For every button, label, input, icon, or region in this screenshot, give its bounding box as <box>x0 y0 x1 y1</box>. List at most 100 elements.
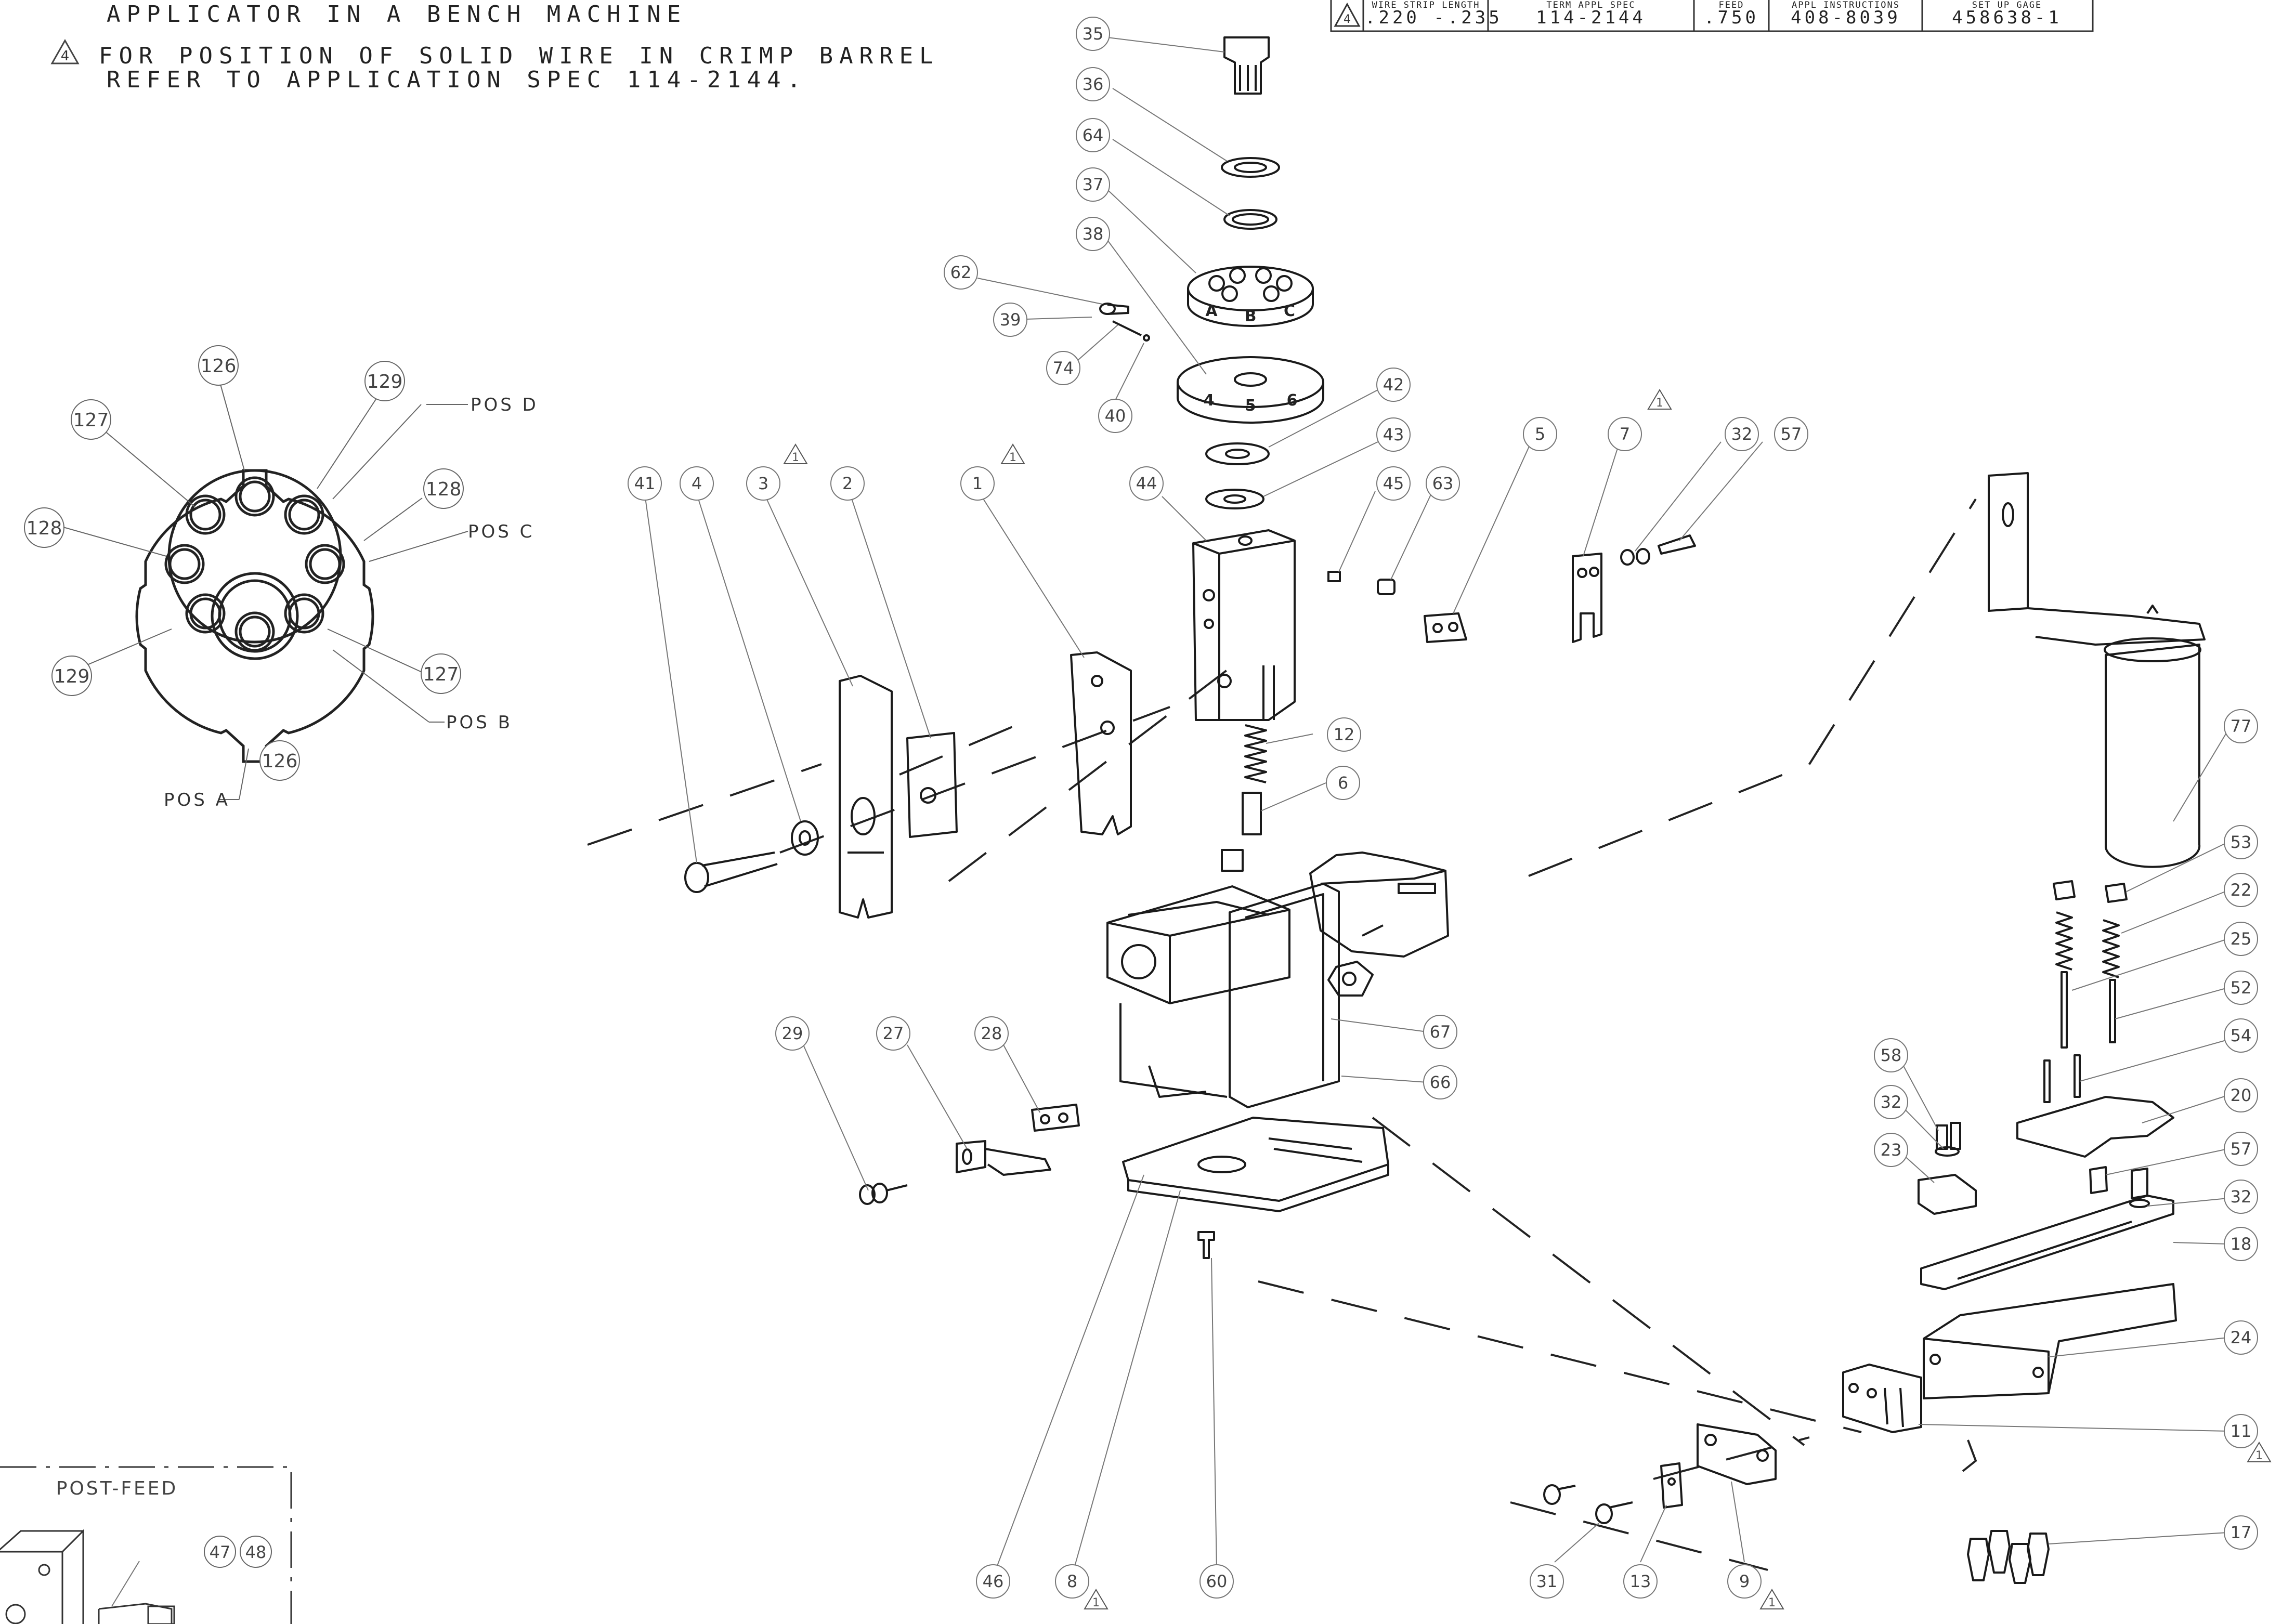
balloon-62: 62 <box>950 263 972 282</box>
balloon-42: 42 <box>1383 375 1404 395</box>
balloon-31: 31 <box>1536 1571 1558 1591</box>
balloon-46: 46 <box>983 1571 1004 1591</box>
assembly-center-lines <box>587 498 1977 1571</box>
balloon-54: 54 <box>2231 1026 2252 1045</box>
dial-number-6: 6 <box>1287 391 1298 410</box>
balloon-25: 25 <box>2231 929 2252 949</box>
balloon-47: 47 <box>210 1542 231 1562</box>
turret-letter-a: A <box>1205 302 1218 320</box>
balloon-63: 63 <box>1432 474 1454 493</box>
balloon-18: 18 <box>2231 1234 2252 1254</box>
balloon-9: 9 <box>1739 1571 1750 1591</box>
title-block-flag: 4 <box>1344 13 1351 26</box>
note-line-2: FOR POSITION OF SOLID WIRE IN CRIMP BARR… <box>99 43 940 69</box>
dial-balloon-127a: 127 <box>73 410 109 431</box>
balloon-48: 48 <box>245 1542 267 1562</box>
rev-flag-9: 1 <box>1768 1596 1776 1609</box>
balloon-20: 20 <box>2231 1085 2252 1105</box>
dial-balloon-126b: 126 <box>262 751 298 772</box>
balloon-27: 27 <box>883 1024 904 1043</box>
tb-value-setup-gage: 458638-1 <box>1952 7 2062 28</box>
balloon-43: 43 <box>1383 425 1404 444</box>
rev-flag-7: 1 <box>1656 397 1663 410</box>
turret-letter-b: B <box>1245 307 1257 325</box>
dial-balloon-129b: 129 <box>54 666 90 687</box>
balloon-23: 23 <box>1881 1140 1902 1160</box>
balloon-13: 13 <box>1630 1571 1651 1591</box>
dial-balloon-126a: 126 <box>201 356 237 377</box>
rev-flag-3: 1 <box>792 451 799 464</box>
balloon-22: 22 <box>2231 880 2252 900</box>
dial-balloon-129a: 129 <box>367 371 403 392</box>
dial-balloon-128a: 128 <box>426 479 462 500</box>
tb-value-appl-instructions: 408-8039 <box>1791 7 1901 28</box>
turret-letter-c: C <box>1284 302 1295 320</box>
pos-b-label: POS B <box>446 712 513 733</box>
balloon-52: 52 <box>2231 978 2252 998</box>
tb-header-appl-instructions: APPL INSTRUCTIONS <box>1792 0 1900 10</box>
balloon-35: 35 <box>1083 24 1104 44</box>
balloon-5: 5 <box>1535 424 1545 444</box>
dial-number-5: 5 <box>1245 397 1256 415</box>
center-line-hook <box>1962 1439 1977 1472</box>
balloon-57b: 57 <box>2231 1139 2252 1159</box>
balloon-28: 28 <box>981 1024 1002 1043</box>
balloon-leaders <box>644 37 2228 1570</box>
tb-header-strip-length: WIRE STRIP LENGTH <box>1372 0 1480 10</box>
balloon-39: 39 <box>1000 310 1021 330</box>
balloon-38: 38 <box>1083 224 1104 244</box>
note-line-3: REFER TO APPLICATION SPEC 114-2144. <box>107 67 807 93</box>
tb-header-setup-gage: SET UP GAGE <box>1972 0 2042 10</box>
balloon-4: 4 <box>692 474 702 493</box>
balloon-32c: 32 <box>2231 1187 2252 1207</box>
note-line-1: APPLICATOR IN A BENCH MACHINE <box>107 1 687 28</box>
dial-number-4: 4 <box>1204 391 1215 410</box>
dial-balloon-127b: 127 <box>423 664 459 685</box>
pos-d-label: POS D <box>471 395 539 415</box>
balloon-41: 41 <box>634 474 656 493</box>
balloon-6: 6 <box>1338 773 1348 793</box>
balloon-57a: 57 <box>1781 424 1802 444</box>
pos-c-label: POS C <box>468 521 534 542</box>
balloon-11: 11 <box>2231 1421 2252 1441</box>
balloon-3: 3 <box>758 474 768 493</box>
dial-detail-balloons <box>24 345 464 781</box>
post-feed-title: POST-FEED <box>56 1478 178 1499</box>
tb-value-strip-length: .220 -.235 <box>1365 7 1503 28</box>
dial-detail-leaders <box>61 376 468 800</box>
rev-flag-8: 1 <box>1092 1596 1100 1609</box>
balloon-32a: 32 <box>1731 424 1753 444</box>
dial-detail-view <box>135 469 374 763</box>
balloon-circles <box>628 17 2258 1599</box>
tb-header-feed: FEED <box>1718 0 1744 10</box>
svg-text:4: 4 <box>61 48 70 64</box>
tb-value-feed: .750 <box>1704 7 1759 28</box>
balloon-67: 67 <box>1430 1022 1451 1042</box>
balloon-29: 29 <box>782 1024 803 1043</box>
balloon-37: 37 <box>1083 175 1104 194</box>
balloon-36: 36 <box>1083 74 1104 94</box>
balloon-74: 74 <box>1053 358 1074 378</box>
balloon-64: 64 <box>1083 125 1104 145</box>
balloon-60: 60 <box>1206 1571 1228 1591</box>
tb-value-appl-spec: 114-2144 <box>1536 7 1646 28</box>
dial-balloon-128b: 128 <box>27 518 62 539</box>
revision-flags <box>783 389 2272 1609</box>
rev-flag-1: 1 <box>1009 451 1016 464</box>
post-feed-detail-view <box>0 1466 292 1624</box>
balloon-2: 2 <box>842 474 853 493</box>
balloon-77: 77 <box>2231 716 2252 736</box>
balloon-8: 8 <box>1067 1571 1077 1591</box>
balloon-53: 53 <box>2231 832 2252 852</box>
parts-artwork <box>684 36 2206 1584</box>
title-block <box>1330 0 2094 32</box>
balloon-17: 17 <box>2231 1523 2252 1542</box>
tb-header-appl-spec: TERM APPL SPEC <box>1546 0 1636 10</box>
balloon-45: 45 <box>1383 474 1404 493</box>
balloon-44: 44 <box>1136 474 1157 493</box>
balloon-7: 7 <box>1620 424 1630 444</box>
note-flag-4: 4 <box>50 38 80 64</box>
balloon-58: 58 <box>1881 1045 1902 1065</box>
balloon-1: 1 <box>972 474 983 493</box>
